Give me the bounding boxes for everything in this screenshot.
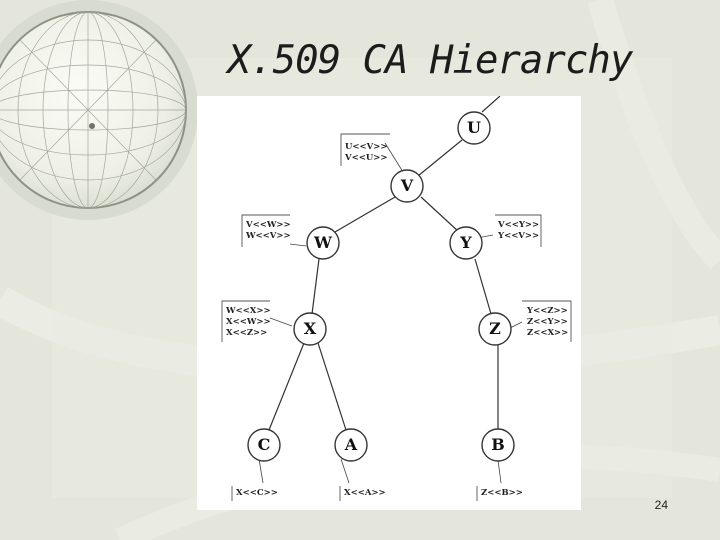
node-b-label: B — [491, 435, 505, 454]
node-a-label: A — [344, 435, 358, 454]
cert-entry: X<<Z>> — [226, 328, 268, 338]
cert-entry: U<<V>> — [345, 142, 388, 152]
cert-entry: V<<U>> — [345, 153, 388, 163]
cert-list-c: X<<C>> — [236, 488, 278, 499]
edge-u-up — [481, 96, 501, 113]
node-a-circle — [334, 428, 368, 462]
edge-u-v — [417, 139, 463, 177]
node-c-label: C — [257, 435, 271, 454]
node-v-circle — [390, 169, 424, 203]
edge-v-y — [420, 196, 460, 233]
edge-x-c — [268, 342, 305, 431]
cert-entry: X<<A>> — [344, 488, 386, 498]
diagram-edges — [268, 96, 501, 431]
node-y-label: Y — [460, 233, 472, 252]
cert-entry: Y<<Z>> — [527, 306, 568, 316]
node-z-circle — [478, 312, 512, 346]
globe-icon — [0, 0, 198, 220]
node-v-label: V — [400, 176, 414, 195]
ca-hierarchy-diagram: U V W Y X Z C A B U<<V>> V<<U>> V<<W>> W… — [197, 96, 581, 510]
node-z-label: Z — [489, 319, 501, 338]
cert-entry: Z<<X>> — [527, 328, 569, 338]
node-c-circle — [247, 428, 281, 462]
cert-entry: Y<<V>> — [498, 231, 540, 241]
cert-box-borders — [221, 133, 572, 501]
cert-entry: W<<X>> — [226, 306, 271, 316]
node-w-circle — [306, 226, 340, 260]
cert-list-x: W<<X>> X<<W>> X<<Z>> — [226, 306, 271, 339]
node-x-circle — [293, 312, 327, 346]
node-y-circle — [449, 226, 483, 260]
cert-list-a: X<<A>> — [344, 488, 386, 499]
cert-list-y: V<<Y>> Y<<V>> — [498, 220, 539, 242]
node-x-label: X — [303, 319, 317, 338]
edge-x-a — [317, 342, 347, 431]
cert-entry: X<<W>> — [226, 317, 271, 327]
node-u-circle — [457, 111, 491, 145]
cert-entry: X<<C>> — [236, 488, 278, 498]
cert-list-u: U<<V>> V<<U>> — [345, 142, 388, 164]
node-w-label: W — [314, 233, 332, 252]
node-u-label: U — [467, 118, 481, 137]
cert-entry: W<<V>> — [246, 231, 291, 241]
cert-list-w: V<<W>> W<<V>> — [246, 220, 291, 242]
cert-list-z: Y<<Z>> Z<<Y>> Z<<X>> — [527, 306, 568, 339]
cert-entry: Z<<Y>> — [527, 317, 568, 327]
cert-list-b: Z<<B>> — [481, 488, 523, 499]
node-b-circle — [481, 428, 515, 462]
slide-title: X.509 CA Hierarchy — [227, 38, 634, 83]
edge-w-x — [311, 258, 320, 315]
ca-nodes — [247, 111, 515, 462]
edge-v-w — [334, 196, 396, 233]
page-number: 24 — [654, 498, 668, 512]
cert-entry: V<<Y>> — [498, 220, 540, 230]
edge-y-z — [474, 258, 492, 315]
cert-entry: Z<<B>> — [481, 488, 523, 498]
cert-entry: V<<W>> — [246, 220, 291, 230]
